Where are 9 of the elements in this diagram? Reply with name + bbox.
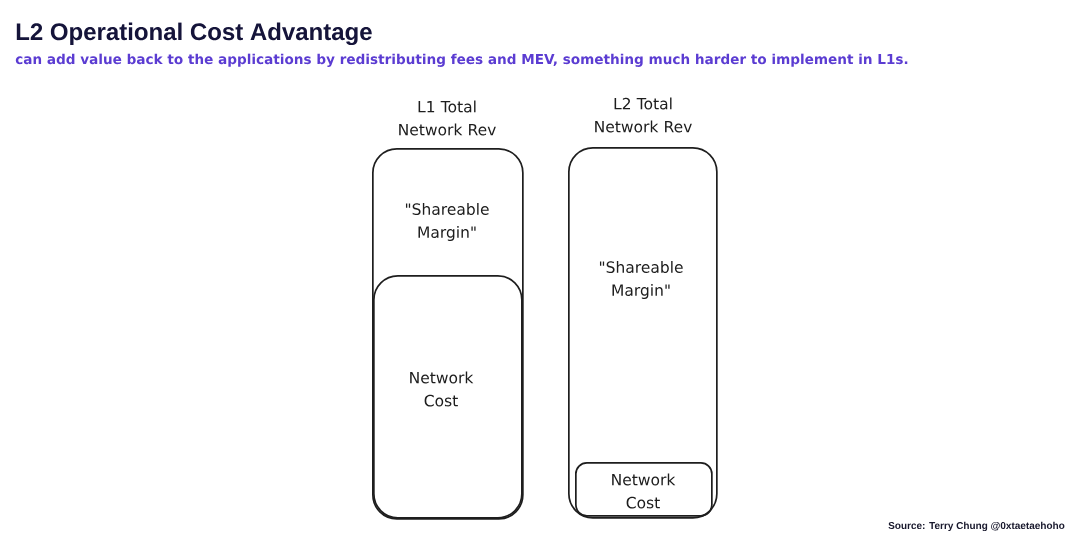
box-label: "Shareable Margin" [600,261,683,299]
column-heading: L2 Total Network Rev [595,97,692,133]
title: L2 Operational Cost Advantage [16,22,372,46]
box-label: "Shareable Margin" [406,203,489,241]
source-note: Source: Terry Chung @0xtaetaehoho [888,521,1065,532]
box-label: Network Cost [612,473,676,509]
subtitle: can add value back to the applications by redistributing fees and MEV, something much harder to implement in L1s. [15,53,908,67]
column-heading: L1 Total Network Rev [399,100,496,136]
box-label: Network Cost [410,371,474,407]
